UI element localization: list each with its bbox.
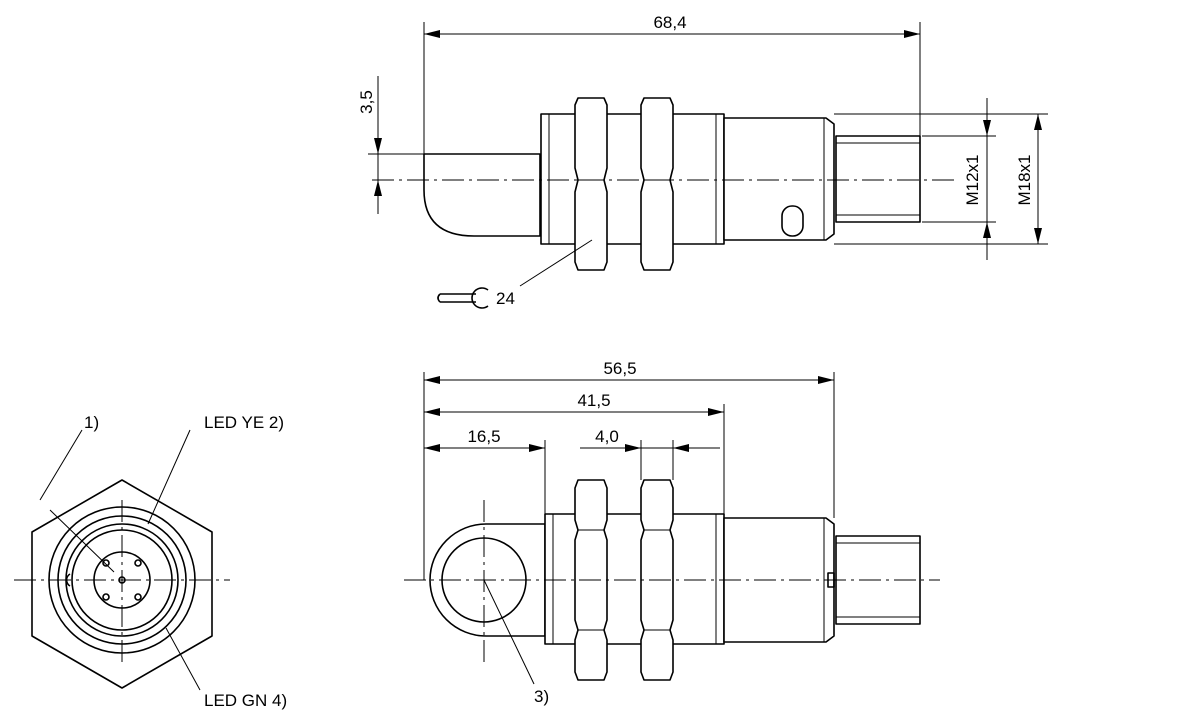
dim-label-56-5: 56,5 — [603, 359, 636, 378]
callout-led-ye: LED YE 2) — [204, 413, 284, 432]
side-rear-housing — [723, 117, 835, 241]
side-body — [540, 113, 725, 245]
side-view: 68,4 3,5 M12x1 M18x1 24 — [357, 13, 1048, 309]
side-connector — [835, 135, 921, 223]
callout-3: 3) — [534, 687, 549, 706]
connector-pin-3 — [102, 593, 110, 601]
side-cable-head — [423, 153, 541, 237]
top-rear-housing — [723, 517, 835, 643]
side-nut-1 — [574, 97, 608, 271]
dim-label-m18: M18x1 — [1015, 154, 1034, 205]
dim-label-4-0: 4,0 — [595, 427, 619, 446]
wrench-size-label: 24 — [496, 289, 515, 308]
connector-pin-1 — [102, 559, 110, 567]
side-nut-2 — [640, 97, 674, 271]
wrench-icon — [437, 287, 489, 309]
dim-label-m12: M12x1 — [963, 154, 982, 205]
dim-label-41-5: 41,5 — [577, 391, 610, 410]
connector-pin-2 — [134, 559, 142, 567]
connector-pin-4 — [134, 593, 142, 601]
dim-label-3-5: 3,5 — [357, 90, 376, 114]
top-body — [544, 513, 725, 645]
dim-label-16-5: 16,5 — [467, 427, 500, 446]
front-hex-nut — [31, 479, 213, 689]
front-view: 1) LED YE 2) LED GN 4) — [14, 413, 287, 710]
callout-1: 1) — [84, 413, 99, 432]
top-view: 3) 56,5 41,5 16,5 4,0 — [404, 359, 940, 706]
dim-label-68-4: 68,4 — [653, 13, 686, 32]
top-cable-head — [429, 523, 546, 637]
side-led-window — [781, 205, 804, 237]
callout-led-gn: LED GN 4) — [204, 691, 287, 710]
